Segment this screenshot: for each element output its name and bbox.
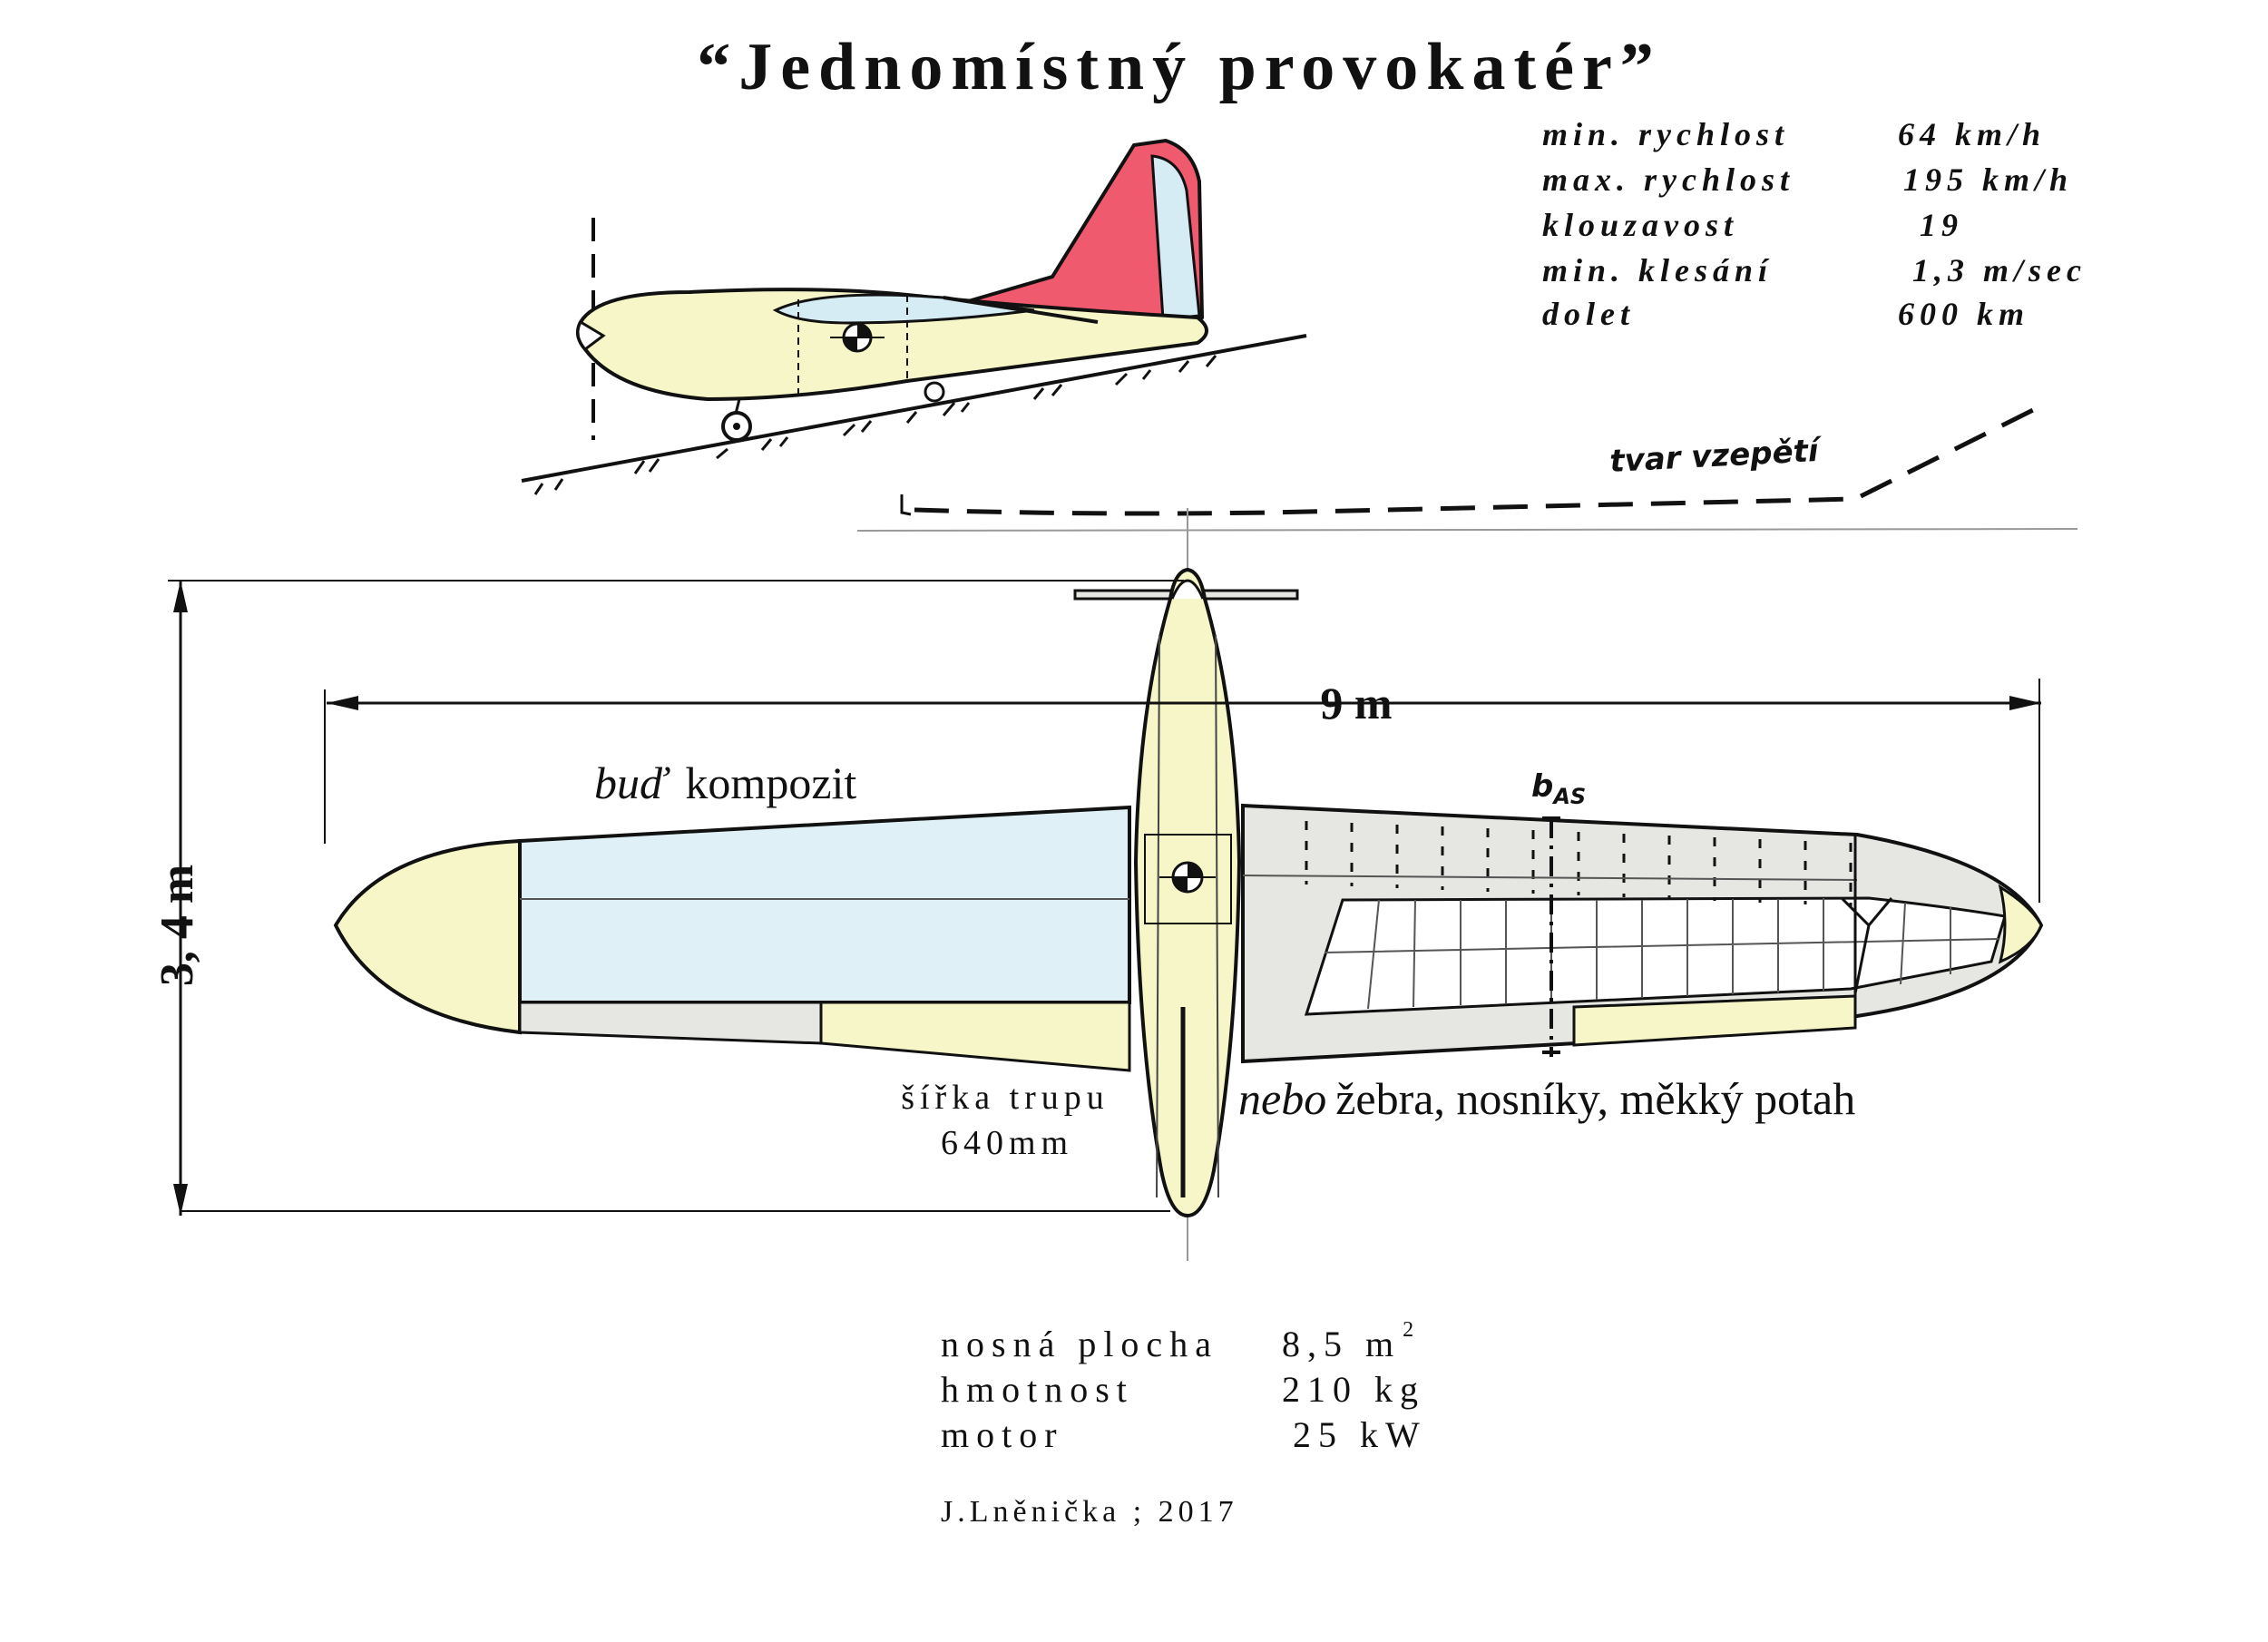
bottom-spec-label: nosná plocha	[941, 1324, 1218, 1364]
right-wing-aileron	[1572, 994, 1857, 1047]
left-wing-composite	[518, 805, 1131, 1004]
left-wing-flap	[518, 1001, 823, 1045]
spec-table: min. rychlost 64 km/h max. rychlost 195 …	[1542, 116, 2087, 332]
top-view: bAS	[333, 508, 2044, 1261]
mac-label: bAS	[1531, 768, 1586, 809]
nebo-word: nebo	[1238, 1073, 1326, 1124]
side-fuselage	[575, 288, 1208, 402]
span-label: 9 m	[1320, 678, 1392, 728]
dihedral-line	[914, 401, 2048, 516]
length-arrow-bottom	[173, 1184, 188, 1216]
main-wheel-hub	[733, 423, 740, 430]
bud-word: buď	[594, 757, 670, 808]
bottom-spec-value: 210 kg	[1282, 1369, 1425, 1410]
length-arrow-top	[173, 581, 188, 612]
zebra-words: žebra, nosníky, měkký potah	[1335, 1073, 1855, 1124]
span-dimension: 9 m	[324, 678, 2041, 903]
right-wing-spar	[1242, 875, 1858, 881]
area-value: 8,5 m	[1282, 1324, 1401, 1364]
rudder	[1150, 154, 1201, 321]
left-wing-tip	[333, 838, 522, 1035]
composite-label: buď kompozit	[594, 757, 856, 808]
grass-marks	[533, 355, 1217, 495]
ground-line	[521, 334, 1307, 483]
spec-value: 1,3 m/sec	[1912, 252, 2087, 288]
spec-label: min. rychlost	[1542, 116, 1789, 152]
span-arrow-right	[2009, 696, 2041, 710]
spec-value: 195 km/h	[1903, 161, 2073, 198]
right-wing-ribs	[1304, 896, 2007, 1016]
mac-label-b: b	[1531, 768, 1553, 805]
span-arrow-left	[327, 696, 358, 710]
dihedral-diagram: tvar vzepětí	[856, 401, 2078, 532]
spec-label: dolet	[1542, 296, 1635, 332]
side-cg-symbol	[830, 322, 885, 353]
nose-cone	[576, 319, 606, 352]
top-cg-symbol	[1159, 861, 1216, 894]
length-label: 3, 4 m	[152, 865, 203, 986]
length-dimension: 3, 4 m	[152, 580, 1184, 1216]
spec-value: 600 km	[1898, 296, 2029, 332]
spec-label: klouzavost	[1542, 207, 1738, 243]
bottom-spec-value: 25 kW	[1293, 1414, 1427, 1455]
spec-value: 19	[1920, 207, 1963, 243]
dihedral-label: tvar vzepětí	[1608, 433, 1823, 480]
area-superscript: 2	[1403, 1318, 1421, 1342]
spec-label: min. klesání	[1542, 252, 1773, 288]
fuselage-width-caption: šířka trupu	[901, 1079, 1110, 1117]
baseline	[856, 528, 2078, 532]
tail-wheel	[924, 381, 945, 403]
mac-label-sub: AS	[1551, 784, 1586, 809]
cockpit-box	[1144, 834, 1232, 924]
dihedral-start-tick	[900, 494, 912, 516]
fuselage-tail-cone	[1170, 579, 1205, 600]
bottom-spec-label: motor	[941, 1414, 1064, 1455]
bottom-spec-label: hmotnost	[941, 1369, 1134, 1410]
bottom-spec-value: 8,5 m2	[1282, 1318, 1421, 1364]
fuselage-inner-line	[1215, 634, 1219, 1198]
kompozit-word: kompozit	[685, 757, 856, 808]
author-credit: J.Lněnička ; 2017	[941, 1495, 1238, 1529]
left-wing-aileron	[819, 1001, 1131, 1072]
side-view	[521, 138, 1307, 495]
spec-label: max. rychlost	[1542, 161, 1794, 198]
page-title: “Jednomístný provokatér”	[697, 30, 1662, 104]
wing-struts	[1840, 835, 1893, 1016]
fuselage-width-label: šířka trupu 640mm	[901, 1079, 1110, 1162]
bottom-spec-table: nosná plocha 8,5 m2 hmotnost 210 kg moto…	[941, 1318, 1427, 1455]
fuselage-width-value: 640mm	[941, 1124, 1073, 1162]
tail-stripe	[943, 296, 1099, 324]
fuselage-inner-line	[1156, 634, 1160, 1198]
right-wing-tip	[1998, 884, 2043, 964]
spec-value: 64 km/h	[1898, 116, 2046, 152]
